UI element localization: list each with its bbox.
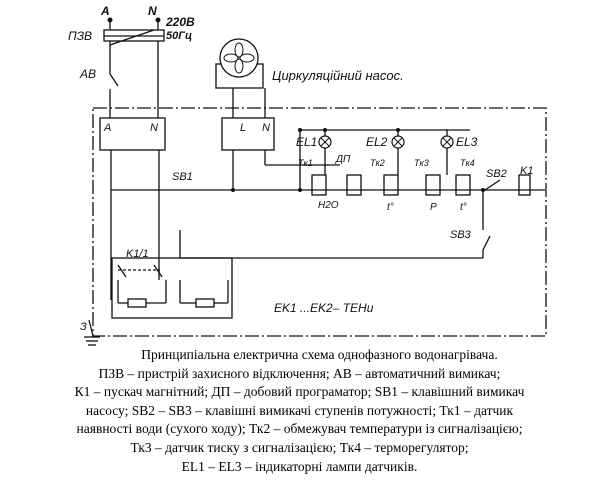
caption-line: наявності води (сухого ходу); Тк2 – обме… [76, 421, 523, 437]
tk2-label: Tк2 [370, 158, 385, 168]
caption-line: Тк3 – датчик тиску з сигналізацією; Тк4 … [130, 439, 469, 455]
pump-block-l: L [240, 122, 246, 134]
el2-label: EL2 [366, 135, 388, 149]
heaters-label: EK1 ...EK2– TEHи [274, 301, 374, 315]
pump-block-n: N [262, 122, 270, 134]
electrical-schematic: A N 220В 50Гц ПЗВ АВ Циркуляційний насос… [68, 4, 547, 346]
pump-fan-icon [223, 42, 255, 74]
left-block-n: N [150, 122, 158, 134]
breaker-label: АВ [79, 67, 96, 81]
neutral-label: N [148, 4, 157, 18]
sensor-water-label: H2O [318, 200, 339, 211]
caption-line: ПЗВ – пристрій захисного відключення; АВ… [98, 365, 501, 381]
dp-label: ДП [335, 154, 351, 165]
sensor-pressure-label: P [430, 202, 437, 213]
frequency-label: 50Гц [166, 30, 192, 42]
k11-label: K1/1 [126, 248, 149, 260]
sb1-label: SB1 [172, 171, 193, 183]
sb2-label: SB2 [486, 168, 507, 180]
pump-label: Циркуляційний насос. [272, 68, 404, 83]
tk4-label: Tк4 [460, 158, 475, 168]
caption-title: Принципіальна електрична схема однофазно… [141, 347, 498, 362]
ground-label: З [80, 321, 87, 333]
sb3-label: SB3 [450, 229, 472, 241]
sensor-temp1-label: t° [387, 202, 394, 213]
k1-label: K1 [520, 165, 533, 177]
el1-label: EL1 [296, 135, 317, 149]
voltage-label: 220В [165, 15, 195, 29]
el3-label: EL3 [456, 135, 478, 149]
phase-label: A [100, 4, 110, 18]
caption-line: К1 – пускач магнітний; ДП – добовий прог… [74, 384, 525, 400]
sensor-temp2-label: t° [460, 202, 467, 213]
left-block-a: A [103, 122, 111, 134]
rcd-label: ПЗВ [68, 29, 92, 43]
tk1-label: Tк1 [298, 158, 313, 168]
caption-line: насосу; SB2 – SB3 – клавішні вимикачі ст… [85, 402, 514, 418]
caption-line: EL1 – EL3 – індикаторні лампи датчиків. [181, 458, 418, 474]
diagram-caption: Принципіальна електрична схема однофазно… [0, 346, 599, 476]
tk3-label: Tк3 [414, 158, 429, 168]
